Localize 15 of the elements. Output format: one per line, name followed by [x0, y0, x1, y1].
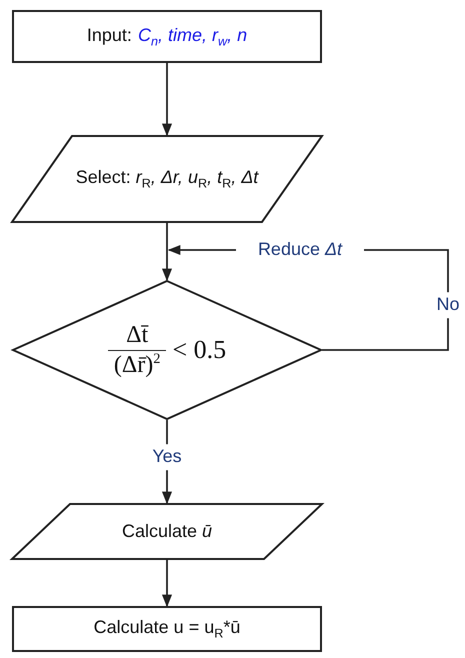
formula-comparison: < 0.5 [172, 335, 226, 365]
arrow [162, 560, 172, 608]
loop-label: Reduce Δt [258, 239, 342, 260]
node-text: Calculate u = u$_{R}$*ū [94, 617, 240, 638]
formula-numerator: Δt̄ [125, 320, 150, 350]
node-text: C$_{n}$, time, r$_{w}$, n [138, 24, 248, 45]
node-text: Calculate ū [122, 520, 212, 541]
arrow [168, 244, 236, 256]
process-box [12, 10, 322, 63]
process-box [12, 606, 322, 652]
formula-denominator: (Δr̄)$^{2}$ [108, 350, 166, 380]
arrow [162, 223, 172, 282]
node-text: Select: r$_{R}$, Δr, u$_{R}$, t$_{R}$, Δt [76, 167, 258, 188]
node-text: Input: [86, 24, 132, 45]
arrow [162, 63, 172, 136]
